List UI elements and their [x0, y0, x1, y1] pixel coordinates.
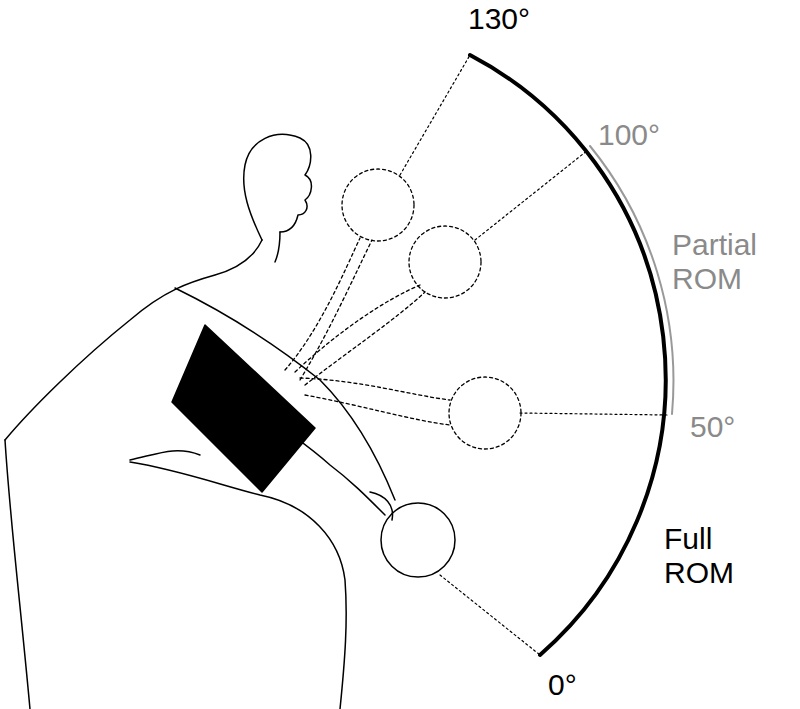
- neck: [275, 232, 280, 262]
- arm-pad: [172, 325, 315, 492]
- hand: [370, 492, 393, 520]
- range-label: Partial ROM: [672, 228, 797, 296]
- ball-positions: [285, 169, 521, 449]
- angle-label: 130°: [468, 2, 558, 36]
- angle-label: 100°: [598, 118, 688, 152]
- seat-line: [5, 440, 30, 709]
- angle-label: 50°: [690, 410, 770, 444]
- head: [244, 134, 312, 240]
- partial-rom-arc: [590, 146, 673, 414]
- angle-label: 0°: [548, 668, 618, 702]
- range-label: Full ROM: [664, 522, 774, 590]
- chest: [130, 451, 200, 460]
- thigh: [130, 462, 346, 709]
